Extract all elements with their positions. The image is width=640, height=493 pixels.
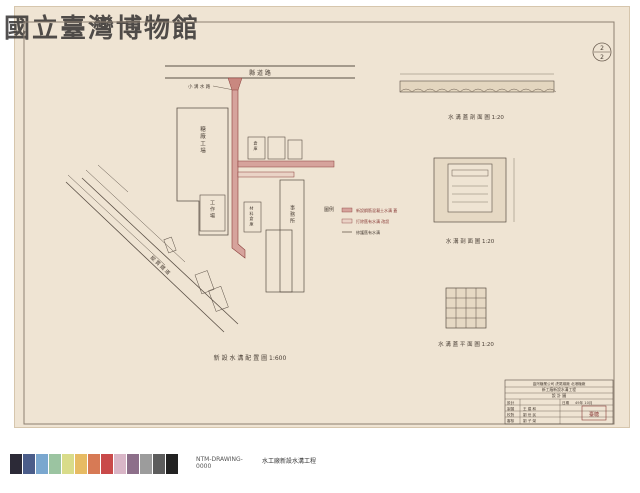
building-worker-housing	[163, 236, 229, 312]
drawing-sheet	[14, 6, 630, 428]
storehouse-label: 材 料 倉 庫	[250, 205, 255, 227]
railway: 縱 貫 鐵 道	[65, 164, 239, 333]
channel-section-title: 水 溝 剖 面 圖 1:20	[446, 237, 495, 245]
factory-label: 工 作 場	[209, 200, 215, 220]
approval-stamp-text: 臺糖	[589, 411, 599, 418]
title-block: 臺灣糖業公司 虎尾總廠 北港糖廠 新工廠新設水溝工程 設 計 圖 設計 製圖 王…	[504, 379, 614, 425]
footer-title: 水工廠新設水溝工程	[262, 458, 317, 465]
title-block-drawing-name: 設 計 圖	[552, 392, 567, 398]
building-factory: 工 作 場	[199, 194, 226, 232]
building-warehouse: 倉 庫	[247, 136, 303, 160]
row-value-date: 49年 10月	[575, 400, 592, 405]
new-channel-main	[227, 77, 246, 259]
row-value-checker: 劉 世 民	[523, 412, 536, 417]
color-swatch	[101, 454, 113, 474]
row-label-checker: 校對	[507, 412, 515, 417]
detail-grate-plan: 水 溝 蓋 平 面 圖 1:20	[438, 287, 494, 348]
building-storehouse: 材 料 倉 庫	[243, 201, 262, 233]
railway-label: 縱 貫 鐵 道	[149, 254, 172, 276]
building-office: 事 務 所	[265, 179, 305, 293]
grate-plan-title: 水 溝 蓋 平 面 圖 1:20	[438, 340, 494, 348]
row-value-approver: 劉 子 榮	[523, 418, 536, 423]
color-swatch	[10, 454, 22, 474]
color-swatch	[153, 454, 165, 474]
sheet-total: 2	[600, 54, 604, 61]
title-block-project: 新工廠新設水溝工程	[542, 387, 576, 392]
new-channel-branch	[237, 160, 335, 178]
legend-title: 圖例	[324, 206, 334, 213]
building-old-factory: 糖 廠 工 場	[176, 107, 229, 236]
catalog-id: NTM-DRAWING-0000	[196, 456, 243, 470]
detail-cover-section: 水 溝 蓋 剖 面 圖 1:20	[399, 73, 557, 121]
row-label-designer: 設計	[507, 400, 515, 405]
road: 縣 道 路	[165, 65, 355, 79]
road-label: 縣 道 路	[249, 69, 271, 77]
legend-item-2: 打除舊有水溝 改設	[356, 218, 389, 224]
detail-channel-section: 水 溝 剖 面 圖 1:20	[433, 157, 515, 245]
warehouse-label: 倉 庫	[254, 140, 259, 151]
color-swatch	[23, 454, 35, 474]
color-swatch	[140, 454, 152, 474]
culvert-note: 小 溝 水 路	[188, 83, 211, 90]
sheet-number: 2	[600, 45, 604, 52]
color-swatch	[114, 454, 126, 474]
legend-item-3: 修護舊有水溝	[356, 229, 380, 235]
color-swatch	[49, 454, 61, 474]
cover-section-title: 水 溝 蓋 剖 面 圖 1:20	[448, 113, 504, 121]
color-swatch	[62, 454, 74, 474]
drawing-border	[23, 21, 615, 425]
office-label: 事 務 所	[289, 204, 295, 224]
row-label-drafter: 製圖	[507, 406, 515, 411]
legend: 圖例 新設鋼筋混凝土水溝 蓋 打除舊有水溝 改設 修護舊有水溝	[324, 206, 397, 235]
row-label-approver: 審核	[507, 418, 515, 423]
color-calibration-bar	[0, 452, 640, 493]
color-swatch	[75, 454, 87, 474]
legend-item-1: 新設鋼筋混凝土水溝 蓋	[356, 207, 397, 213]
color-swatch	[166, 454, 178, 474]
row-label-date: 日期	[562, 400, 570, 405]
museum-watermark: 國立臺灣博物館	[4, 14, 201, 44]
old-factory-label: 糖 廠 工 場	[199, 125, 206, 155]
plan-title: 新 設 水 溝 配 置 圖 1:600	[214, 354, 287, 362]
color-swatch	[127, 454, 139, 474]
row-value-drafter: 王 建 和	[523, 406, 536, 411]
sheet-number-badge: 2 2	[592, 42, 612, 62]
approval-stamp	[581, 405, 607, 421]
color-swatch	[88, 454, 100, 474]
color-swatch	[36, 454, 48, 474]
title-block-header: 臺灣糖業公司 虎尾總廠 北港糖廠	[533, 381, 586, 386]
